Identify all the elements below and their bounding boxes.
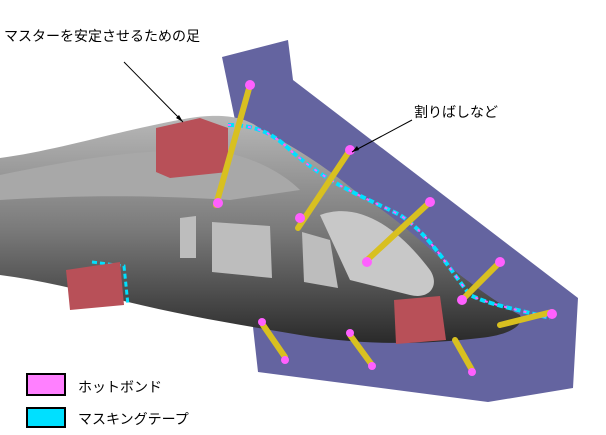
sticks-label: 割りばしなど [414, 105, 498, 121]
stand-label: マスターを安定させるための足 [4, 29, 200, 45]
masking-tape-outline [227, 123, 551, 320]
stand-block [394, 296, 446, 344]
masking-tape-outline [91, 260, 130, 306]
legend-swatch-masking-tape [26, 407, 66, 428]
legend-swatch-hot-bond [26, 373, 66, 396]
sticks-leader-line [351, 119, 413, 153]
window [212, 222, 272, 278]
window [302, 232, 338, 288]
stand-leader-line [123, 61, 184, 123]
arrow-head [176, 115, 183, 122]
hot-bond-blobs [213, 80, 557, 376]
legend-label-masking-tape: マスキングテープ [78, 412, 189, 428]
stand-block [156, 118, 228, 178]
stand-block [66, 262, 124, 310]
arrow-head [352, 146, 359, 152]
window [180, 216, 196, 258]
sticks [213, 82, 555, 373]
legend-label-hot-bond: ホットボンド [78, 380, 162, 396]
